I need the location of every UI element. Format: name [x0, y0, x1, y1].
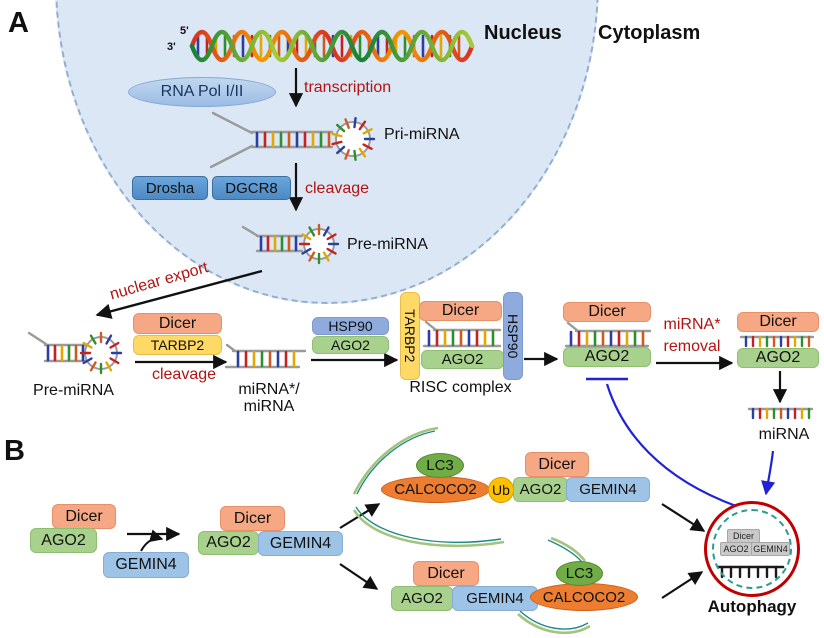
pri-mirna-structure [209, 111, 376, 169]
nuclear-export-arrow [95, 269, 263, 319]
pre-mirna-cyto-label: Pre-miRNA [33, 382, 114, 399]
pri-mirna-label: Pri-miRNA [384, 126, 460, 143]
dna-three-prime-label: 3' [167, 41, 176, 53]
mirna-duplex-label-2: miRNA [243, 398, 295, 415]
branch-down-arrow [339, 563, 379, 590]
post-risc-duplex-structure [564, 321, 652, 348]
pre-mirna-structure-cyto [27, 331, 123, 375]
mirna-to-autophagosome-arrow [761, 450, 776, 496]
bt-gemin4-box: GEMIN4 [566, 477, 650, 502]
tarbp2-step-box: TARBP2 [133, 335, 222, 355]
risc-tarbp2-box: TARBP2 [400, 292, 420, 380]
b-c1-dicer-box: Dicer [52, 504, 116, 529]
gemin4-join-arrow [140, 529, 164, 552]
bt-dicer-box: Dicer [525, 452, 589, 477]
hsp90-step-box: HSP90 [312, 317, 389, 335]
autophagy-inhibition-line [586, 377, 737, 508]
dgcr8-box: DGCR8 [212, 176, 291, 200]
post-risc-dicer-box: Dicer [563, 302, 651, 322]
ago2-step-box: AGO2 [312, 336, 389, 354]
risc-hsp90-box: HSP90 [503, 292, 523, 380]
mirna-duplex-label-1: miRNA*/ [238, 381, 300, 398]
dna-helix-icon [189, 29, 475, 63]
mirna-star-removal-label-2: removal [663, 338, 721, 355]
bt-ago2-box: AGO2 [513, 477, 568, 502]
dicer-step-box: Dicer [133, 313, 222, 334]
cytoplasm-label: Cytoplasm [598, 22, 701, 44]
bb-calcoco2-ellipse: CALCOCO2 [530, 583, 638, 611]
bt-calcoco2-ellipse: CALCOCO2 [381, 476, 490, 503]
pre-mirna-nuclear-label: Pre-miRNA [347, 236, 428, 253]
autophagy-label: Autophagy [707, 597, 797, 616]
drosha-box: Drosha [132, 176, 208, 200]
panel-a-label: A [8, 7, 29, 39]
rna-pol-ellipse: RNA Pol I/II [128, 77, 276, 107]
b-c2-dicer-box: Dicer [220, 506, 285, 531]
nucleus-label: Nucleus [484, 22, 562, 44]
bb-dicer-box: Dicer [413, 561, 479, 586]
transcription-label: transcription [304, 79, 392, 96]
phagophore-membrane-bottom [517, 536, 591, 635]
mirna-label: miRNA [758, 426, 810, 443]
b-gemin4-free-box: GEMIN4 [103, 552, 189, 578]
mature-dicer-box: Dicer [737, 312, 819, 332]
auto-ago2-chip: AGO2 [720, 542, 752, 556]
auto-gemin4-chip: GEMIN4 [751, 542, 790, 556]
bb-lc3-ellipse: LC3 [556, 561, 603, 586]
dna-five-prime-label: 5' [180, 25, 189, 37]
top-branch-to-autophagosome-arrow [661, 503, 706, 532]
mirna-duplex-structure [224, 343, 307, 369]
mature-strand-structure [739, 335, 815, 348]
mirna-star-removal-label-1: miRNA* [663, 316, 721, 333]
post-risc-ago2-box: AGO2 [563, 347, 651, 367]
bottom-branch-to-autophagosome-arrow [661, 571, 704, 599]
phagophore-membrane-top [352, 426, 505, 548]
bb-gemin4-box: GEMIN4 [452, 586, 538, 611]
bb-ago2-box: AGO2 [391, 586, 453, 611]
pre-mirna-structure-nuclear [241, 223, 340, 265]
bt-ub-circle: Ub [488, 477, 514, 503]
risc-duplex-structure [422, 320, 502, 348]
cleavage-cyto-label: cleavage [151, 366, 217, 383]
mature-ago2-box: AGO2 [737, 348, 819, 368]
auto-dicer-chip: Dicer [727, 529, 760, 543]
autophagosome-outer-membrane [704, 501, 800, 597]
risc-complex-label: RISC complex [409, 379, 512, 396]
b-c2-ago2-box: AGO2 [198, 531, 259, 555]
risc-dicer-box: Dicer [419, 301, 502, 321]
b-c1-ago2-box: AGO2 [30, 528, 97, 553]
cleavage-nuclear-label: cleavage [305, 180, 370, 197]
bt-lc3-ellipse: LC3 [416, 453, 464, 478]
autophagosome-inner-membrane [712, 509, 792, 589]
risc-ago2-box: AGO2 [421, 350, 504, 369]
panel-b-label: B [4, 435, 25, 467]
b-c2-gemin4-box: GEMIN4 [258, 531, 343, 556]
mirna-strand-structure [747, 407, 814, 420]
